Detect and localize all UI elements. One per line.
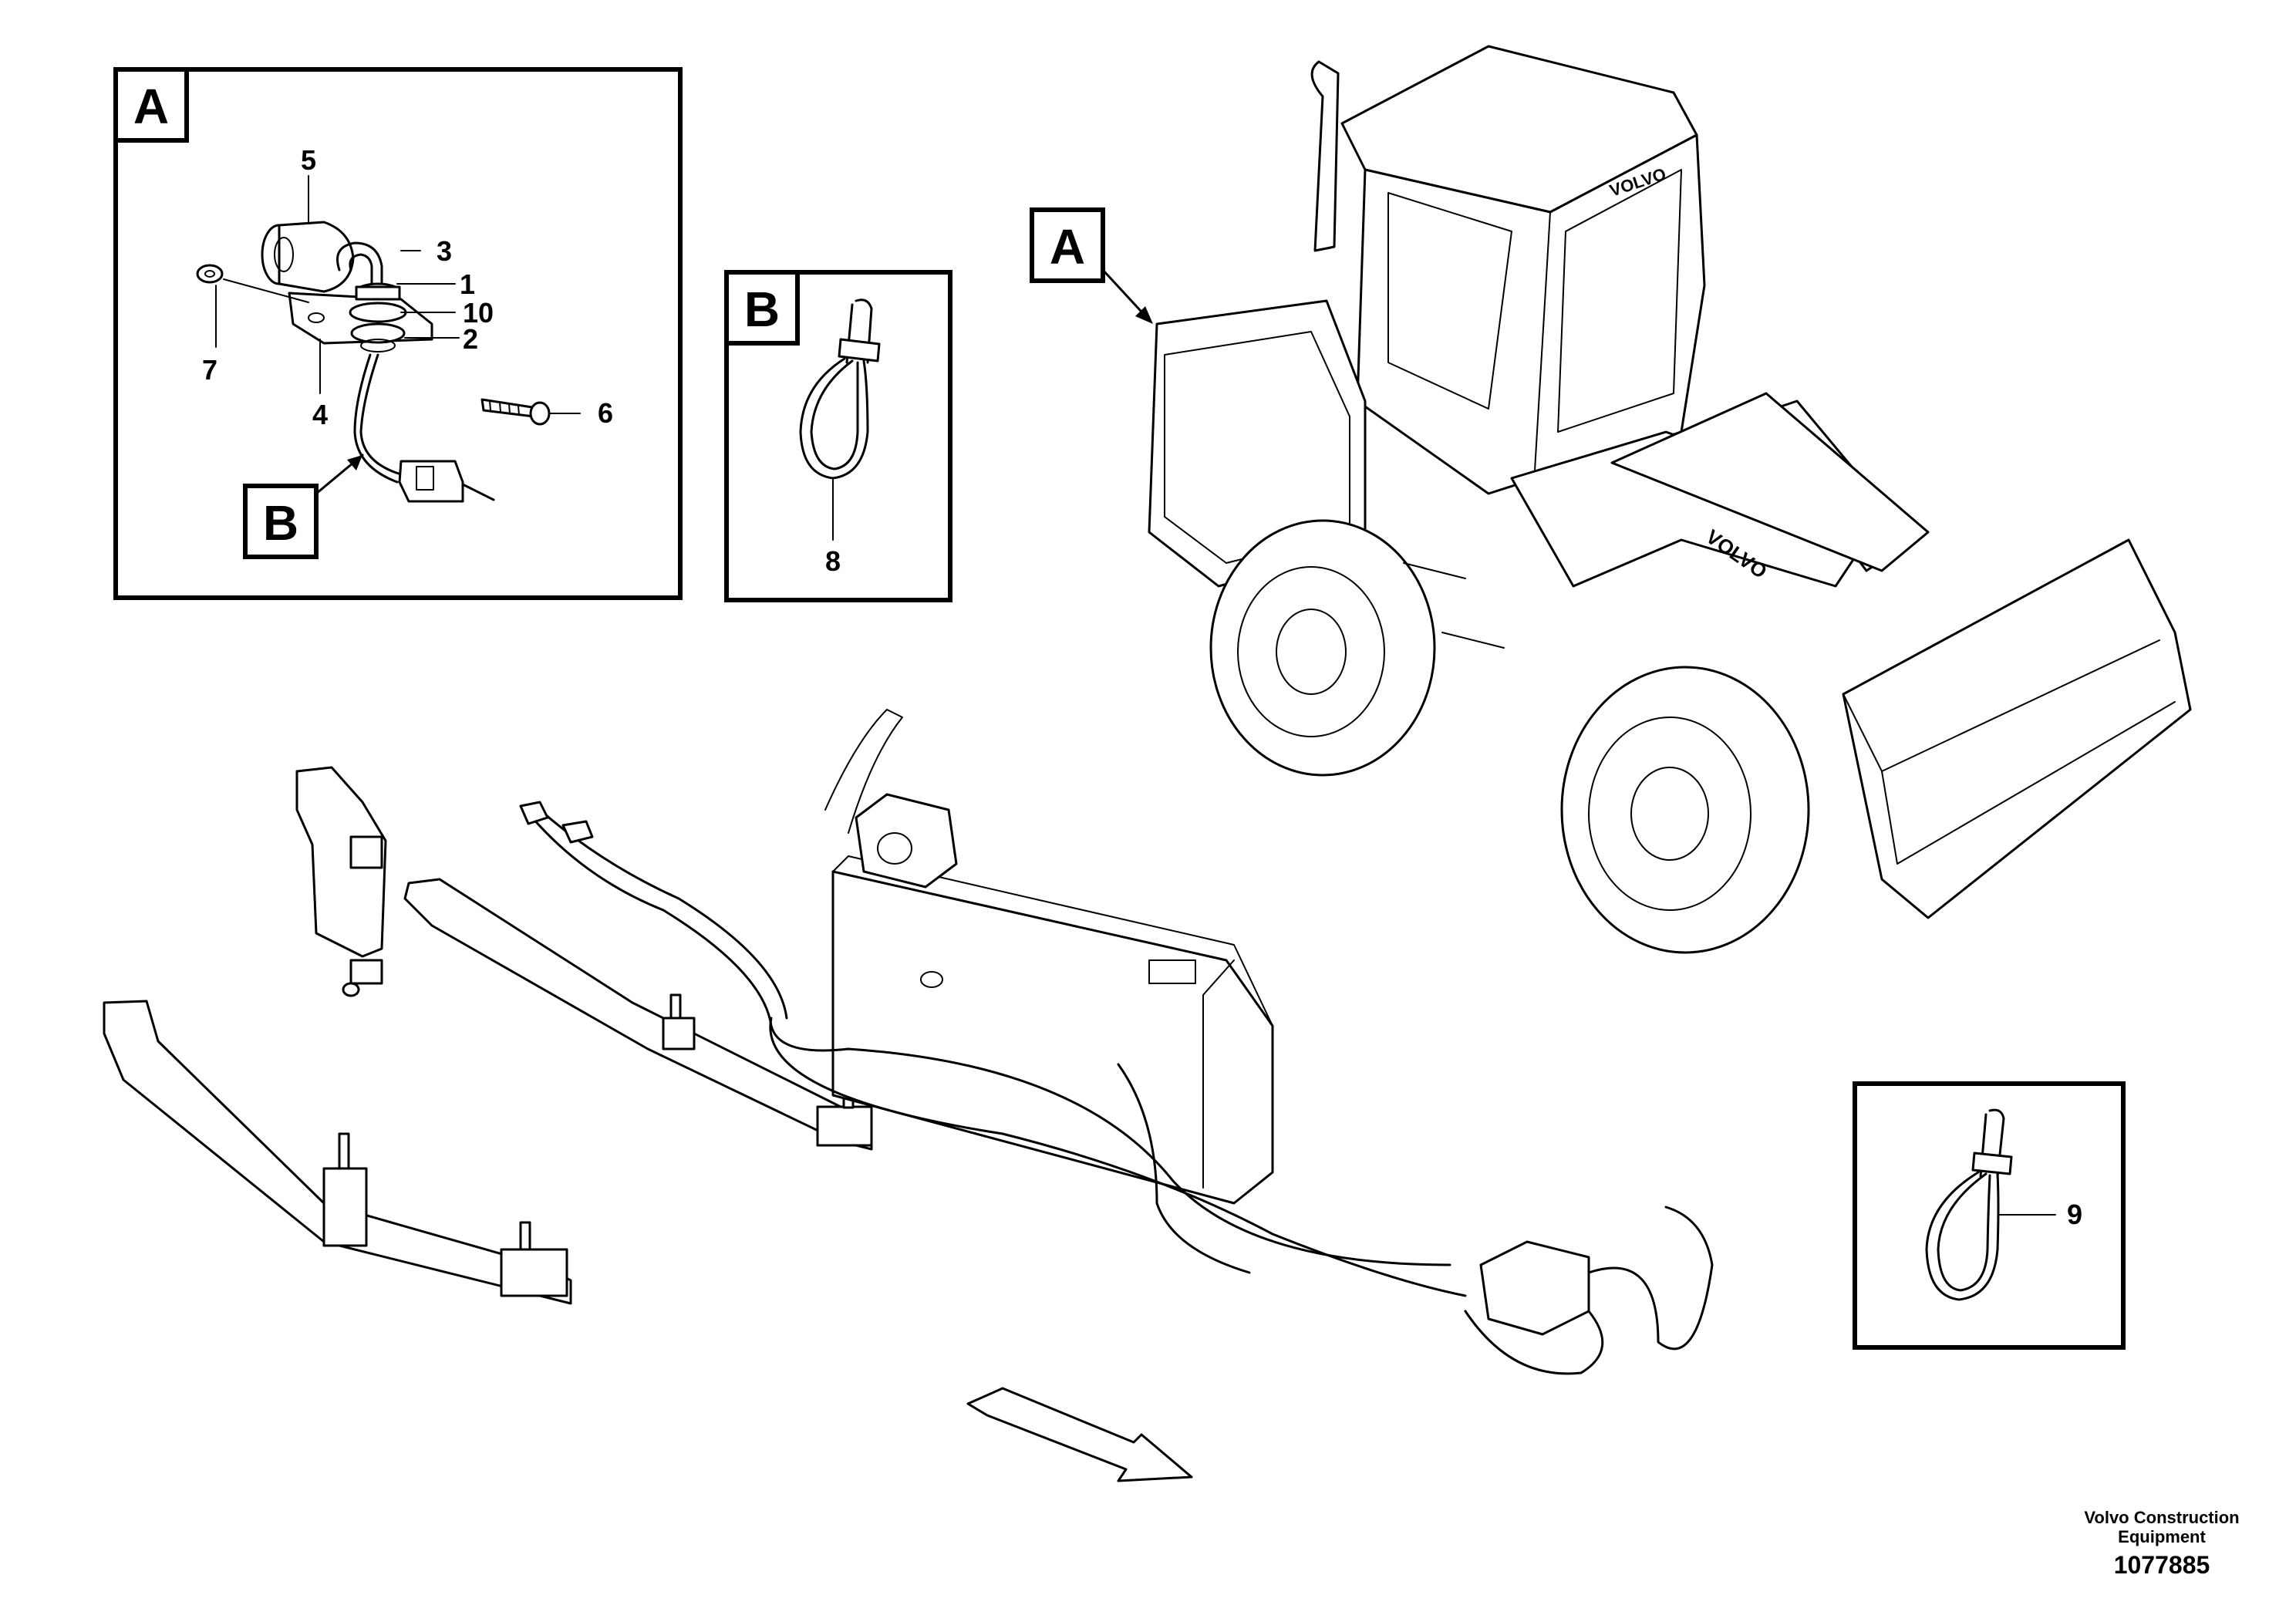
company-name-line1: Volvo Construction [2084, 1508, 2239, 1527]
frame-and-hose-drawing [103, 709, 1714, 1375]
company-name-line2: Equipment [2118, 1527, 2206, 1546]
travel-direction-arrow [966, 1387, 1193, 1482]
callout-10: 10 [463, 297, 494, 329]
callout-6: 6 [598, 397, 613, 429]
callout-4: 4 [312, 399, 328, 430]
callout-5: 5 [301, 144, 316, 176]
callout-9: 9 [2067, 1199, 2082, 1230]
detail-box-b: B 8 [724, 270, 952, 602]
detail-a-letter: A [133, 79, 169, 134]
detail-box-9: 9 [1853, 1081, 2126, 1350]
wheel-loader-drawing: VOLVO VOLVO [1148, 45, 2192, 954]
callout-3: 3 [437, 235, 452, 267]
callout-2: 2 [463, 323, 478, 355]
detail-box-a: A [113, 67, 683, 600]
callout-1: 1 [460, 268, 475, 300]
switch-assembly-drawing [196, 221, 551, 503]
footer-block: Volvo Construction Equipment 1077885 [2084, 1508, 2239, 1579]
drawing-number: 1077885 [2114, 1551, 2210, 1579]
callout-8: 8 [825, 545, 841, 577]
detail-b-letter: B [744, 282, 780, 337]
cable-tie-9-drawing [1925, 1108, 2013, 1301]
callout-7: 7 [202, 354, 217, 386]
machine-location-marker-a: A [1030, 207, 1153, 324]
detail-a-b-marker: B [263, 495, 298, 551]
machine-marker-letter: A [1050, 219, 1085, 275]
cable-tie-8-drawing [799, 298, 881, 480]
